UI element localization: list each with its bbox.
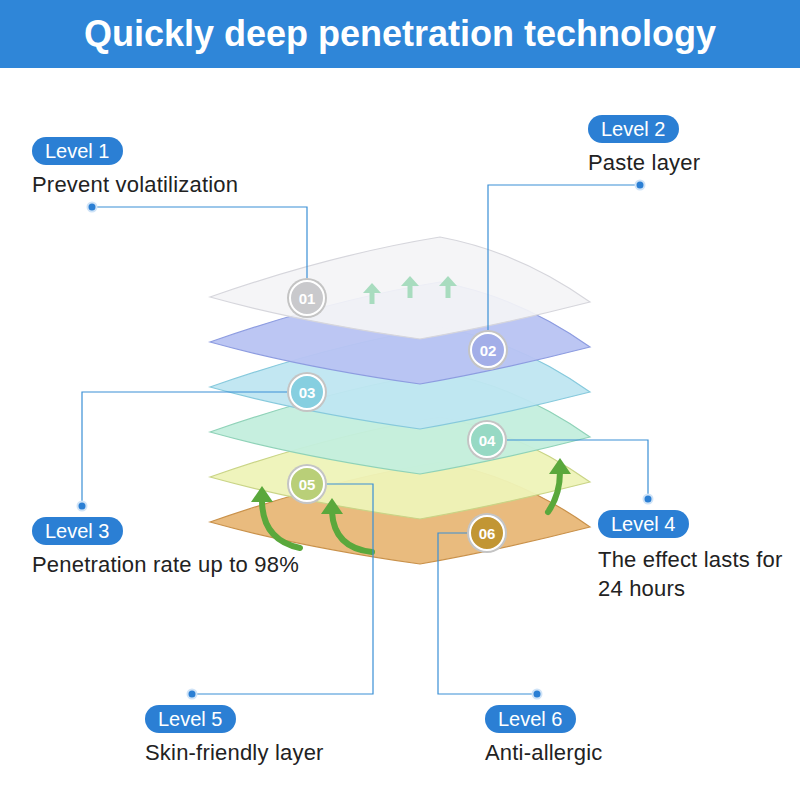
leader-dot [636, 181, 645, 190]
arrow-heads [251, 458, 571, 514]
title: Quickly deep penetration technology [0, 0, 800, 68]
level-callout: Level 6 Anti-allergic [485, 705, 603, 766]
level-description: Skin-friendly layer [145, 740, 324, 766]
callout-number: 06 [479, 525, 496, 542]
level-callout: Level 3 Penetration rate up to 98% [32, 517, 299, 578]
callout-number: 02 [480, 342, 497, 359]
level-pill: Level 4 [598, 510, 689, 538]
leader-dot [88, 203, 97, 212]
level-description: Anti-allergic [485, 740, 603, 766]
callout-circle: 02 [470, 332, 506, 368]
level-callout: Level 4 The effect lasts for 24 hours [598, 510, 783, 603]
leader-line [92, 207, 307, 278]
callout-circle: 01 [289, 280, 325, 316]
callout-circle: 03 [289, 374, 325, 410]
level-description: The effect lasts for 24 hours [598, 545, 783, 603]
level-pill: Level 1 [32, 137, 123, 165]
level-description: Paste layer [588, 150, 700, 176]
callout-circle: 05 [289, 466, 325, 502]
callout-number: 01 [299, 290, 316, 307]
penetration-arrows [262, 472, 560, 552]
leader-line [82, 392, 287, 506]
level-pill: Level 3 [32, 517, 123, 545]
leader-dot [533, 690, 542, 699]
callout-number: 03 [299, 384, 316, 401]
leader-line [488, 185, 640, 330]
level-pill: Level 5 [145, 705, 236, 733]
level-pill: Level 2 [588, 115, 679, 143]
vapor-arrows [363, 276, 457, 304]
level-callout: Level 2 Paste layer [588, 115, 700, 176]
leader-line [507, 440, 648, 499]
level-description: Prevent volatilization [32, 172, 238, 198]
callout-number: 05 [299, 476, 316, 493]
leader-line [438, 533, 537, 694]
callout-circle: 06 [469, 515, 505, 551]
level-callout: Level 1 Prevent volatilization [32, 137, 238, 198]
leader-line [192, 484, 373, 694]
leader-dot [78, 502, 87, 511]
level-description: Penetration rate up to 98% [32, 552, 299, 578]
leader-dot [188, 690, 197, 699]
level-pill: Level 6 [485, 705, 576, 733]
leader-dot [644, 495, 653, 504]
callout-number: 04 [479, 432, 496, 449]
sheet-1 [210, 237, 590, 339]
callout-circle: 04 [469, 422, 505, 458]
level-callout: Level 5 Skin-friendly layer [145, 705, 324, 766]
